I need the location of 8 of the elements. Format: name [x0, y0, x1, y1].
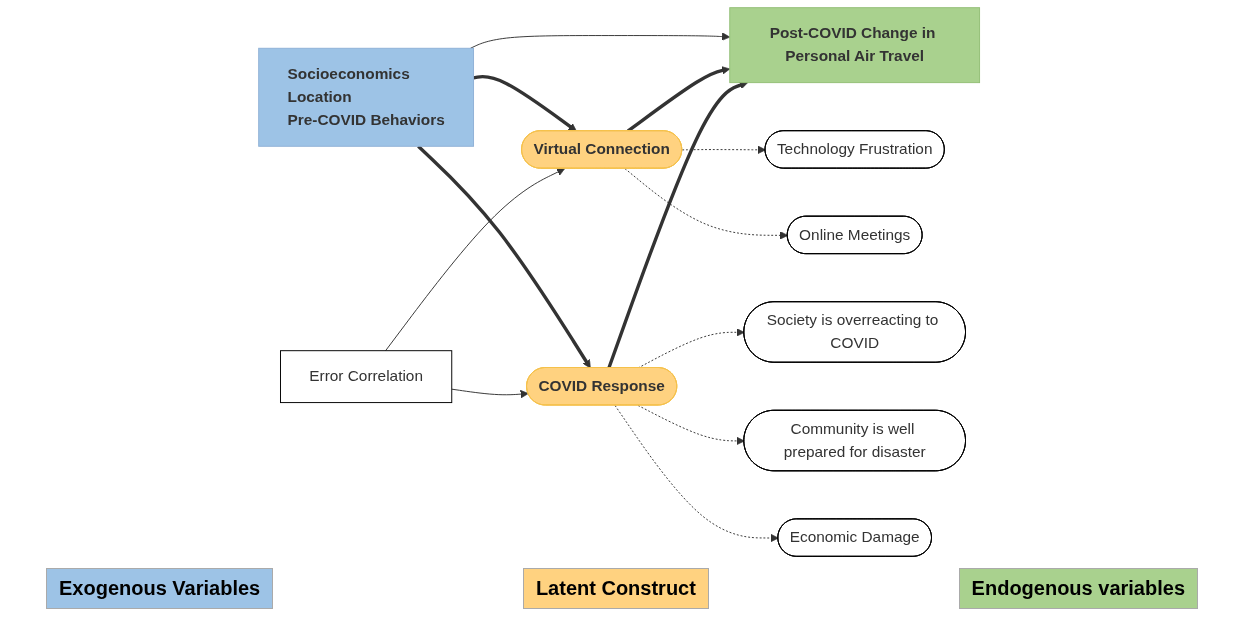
legend-item: Exogenous Variables: [46, 568, 274, 609]
node-box: Socioeconomics Location Pre-COVID Behaviors: [258, 47, 474, 147]
legend-item: Latent Construct: [522, 568, 709, 609]
arrow: [417, 145, 591, 369]
node-box: Error Correlation: [279, 350, 453, 404]
node-box: Post-COVID Change in Personal Air Travel: [729, 7, 980, 84]
legend-item: Endogenous variables: [958, 568, 1198, 609]
arrow: [473, 74, 577, 132]
